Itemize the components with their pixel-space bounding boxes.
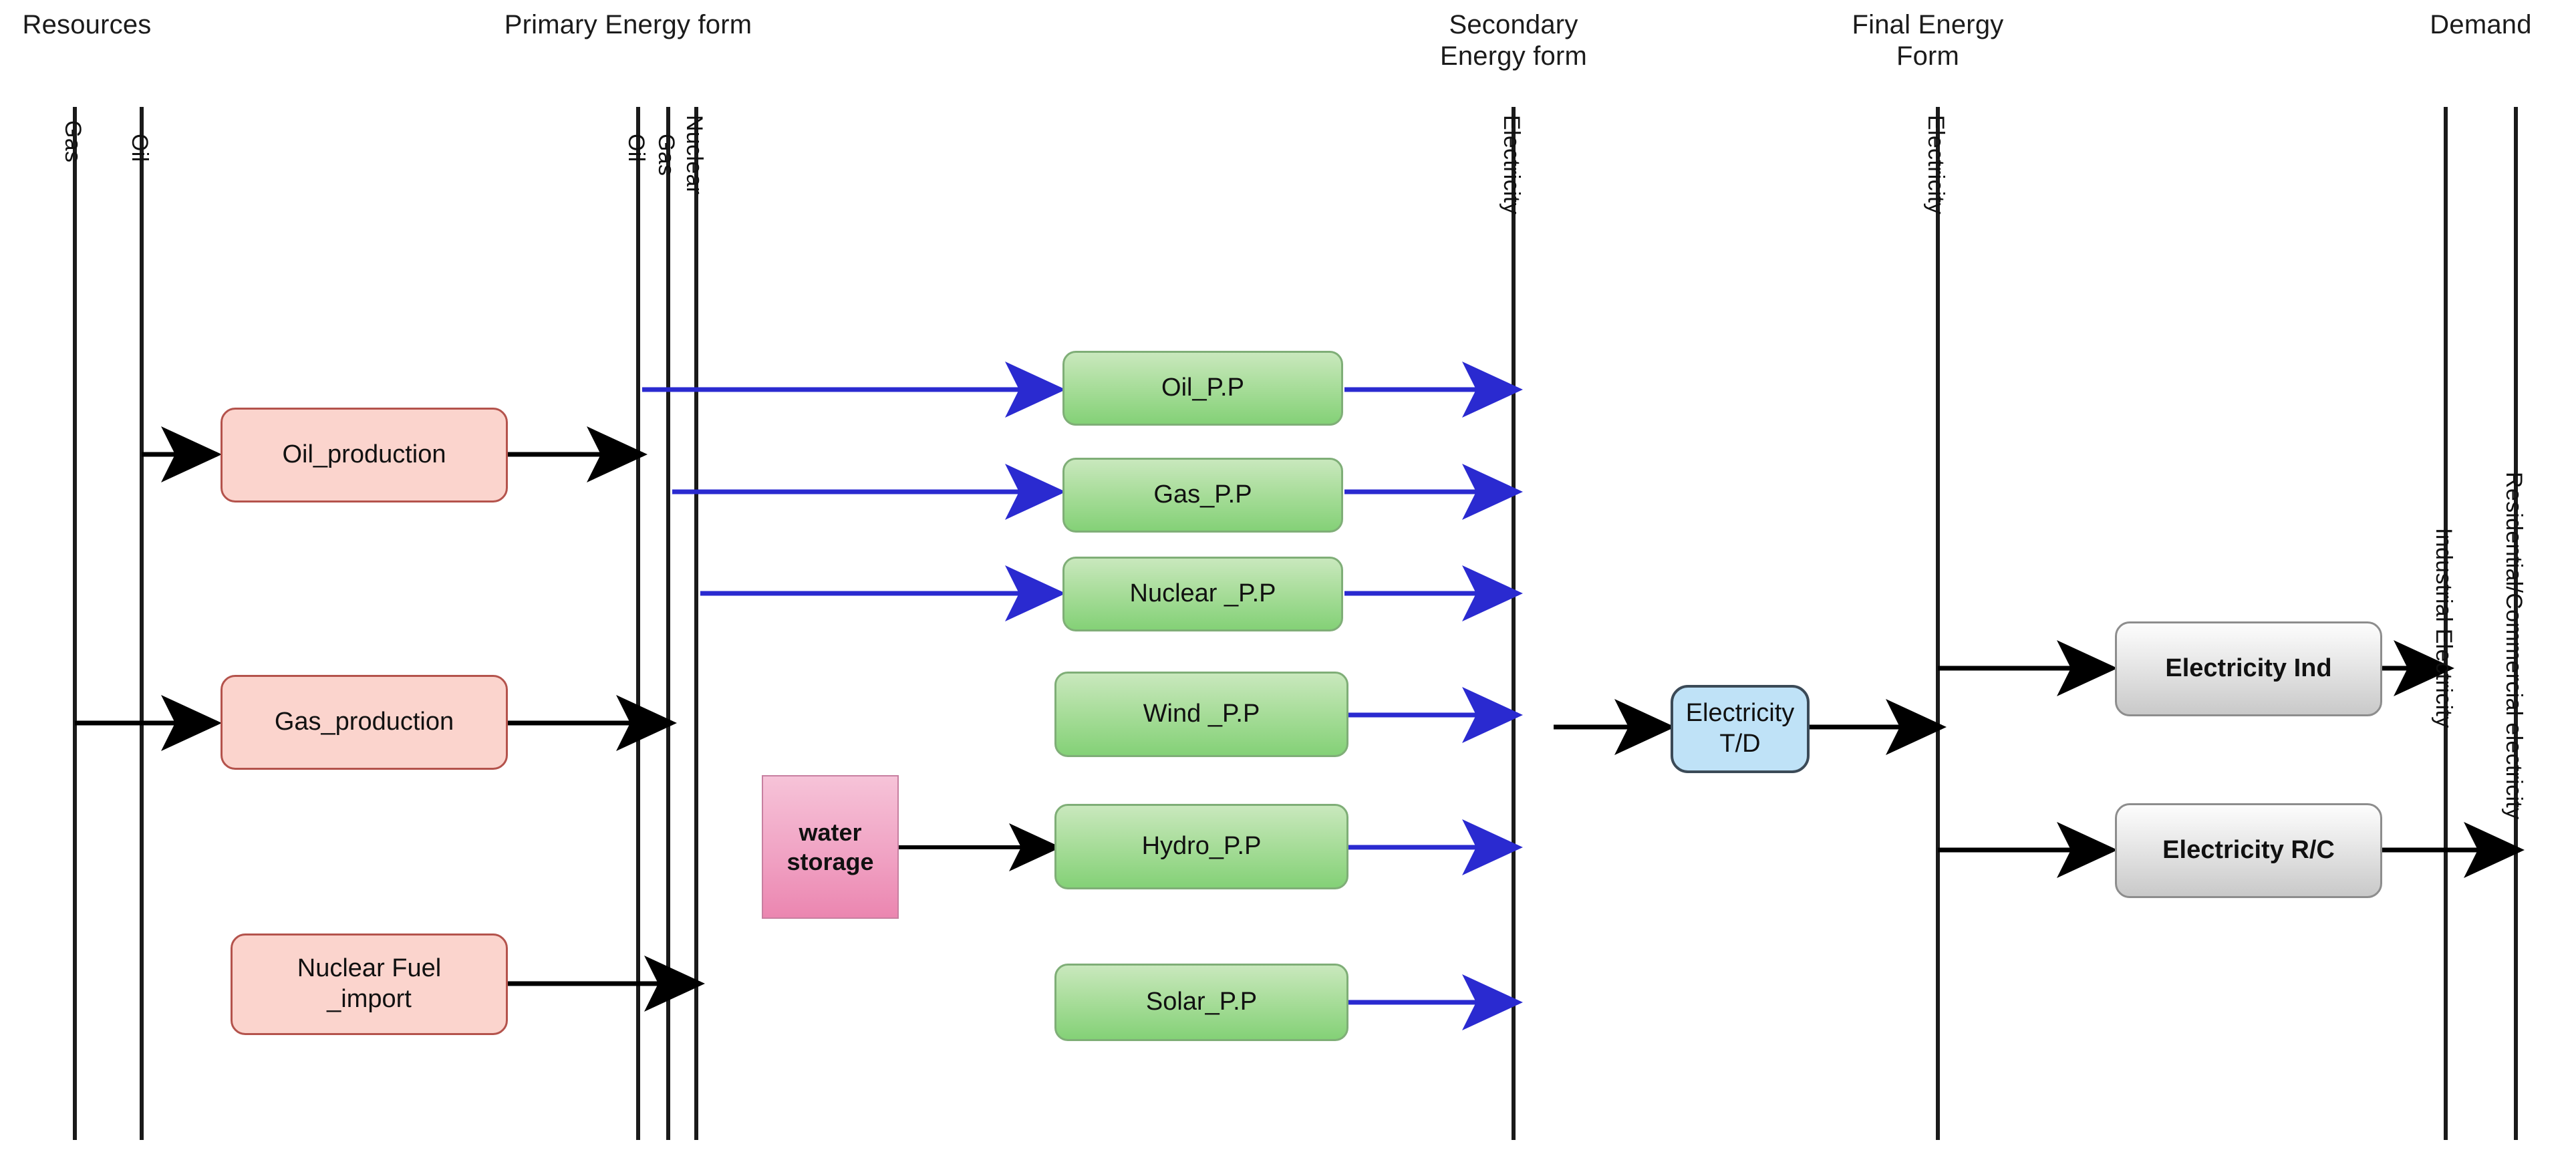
bus-label-resources-oil: Oil	[127, 134, 152, 162]
node-gas-pp[interactable]: Gas_P.P	[1062, 458, 1343, 533]
node-electricity-td[interactable]: Electricity T/D	[1671, 685, 1810, 773]
bus-label-resources-gas: Gas	[60, 120, 86, 163]
node-electricity-ind[interactable]: Electricity Ind	[2115, 621, 2382, 716]
final-to-enduse-flows	[1938, 640, 2118, 878]
bus-label-demand-residential: Residential/Commercial electricity	[2501, 472, 2527, 820]
column-heading-resources: Resources	[22, 10, 152, 39]
node-water-storage[interactable]: water storage	[762, 775, 899, 919]
node-oil-production[interactable]: Oil_production	[221, 408, 508, 502]
production-output-flows	[508, 426, 705, 1012]
node-oil-pp[interactable]: Oil_P.P	[1062, 351, 1343, 426]
node-wind-pp[interactable]: Wind _P.P	[1054, 672, 1348, 757]
bus-label-primary-nuclear: Nuclear	[682, 115, 707, 195]
resource-input-flows	[75, 426, 222, 751]
node-nuclear-fuel-import[interactable]: Nuclear Fuel _import	[231, 933, 508, 1035]
bus-label-primary-oil: Oil	[623, 134, 649, 162]
bus-label-demand-industrial: Industrial Electricity	[2431, 528, 2456, 728]
bus-label-primary-gas: Gas	[654, 134, 679, 176]
bus-label-secondary-electricity: Electricity	[1499, 115, 1524, 214]
plant-to-secondary-flows	[1344, 362, 1523, 1030]
node-solar-pp[interactable]: Solar_P.P	[1054, 964, 1348, 1041]
column-heading-final-energy: Final Energy Form	[1852, 10, 2004, 71]
bus-label-final-electricity: Electricity	[1923, 115, 1949, 214]
node-hydro-pp[interactable]: Hydro_P.P	[1054, 804, 1348, 889]
column-heading-secondary-energy: Secondary Energy form	[1439, 10, 1588, 71]
column-heading-primary-energy: Primary Energy form	[504, 10, 752, 39]
node-gas-production[interactable]: Gas_production	[221, 675, 508, 770]
node-nuclear-pp[interactable]: Nuclear _P.P	[1062, 557, 1343, 631]
primary-to-plant-flows	[642, 362, 1066, 621]
node-electricity-rc[interactable]: Electricity R/C	[2115, 803, 2382, 898]
column-heading-demand: Demand	[2430, 10, 2532, 39]
